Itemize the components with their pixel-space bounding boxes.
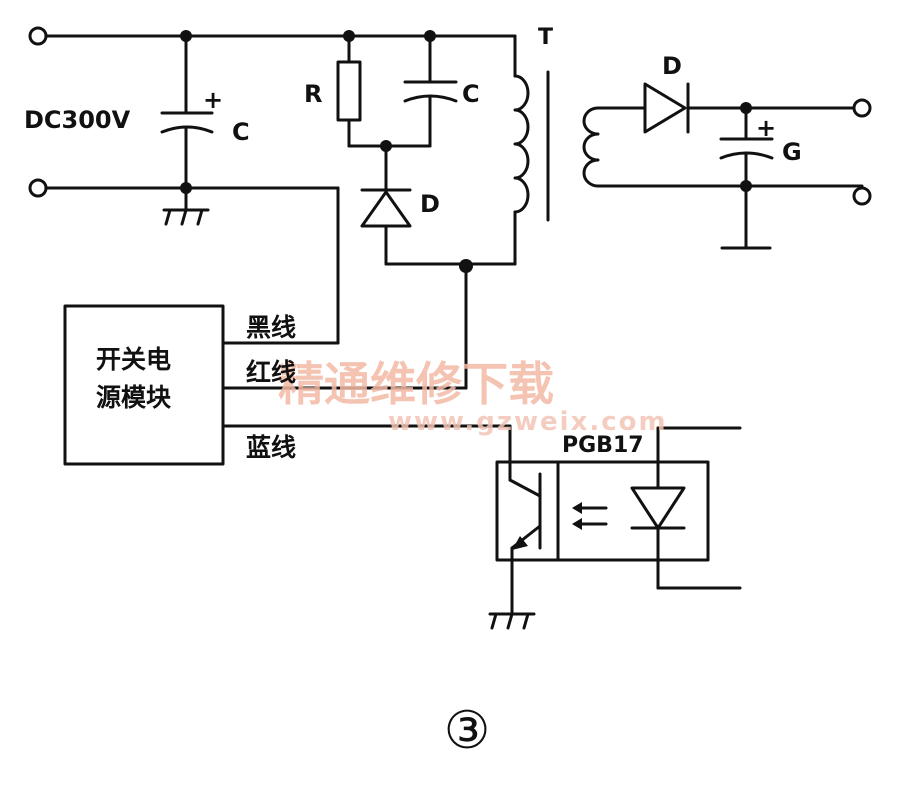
output-terminal-negative	[852, 186, 872, 206]
output-diode	[643, 82, 690, 134]
label-optocoupler: PGB17	[562, 433, 644, 458]
module-wires	[221, 186, 512, 464]
label-input-cap-plus: +	[203, 86, 223, 114]
label-snubber-diode: D	[420, 190, 440, 218]
label-red-wire: 红线	[246, 358, 296, 387]
primary-winding	[513, 74, 530, 214]
resistor-r	[336, 60, 362, 122]
secondary-winding	[582, 106, 600, 188]
optocoupler-box	[495, 460, 710, 562]
watermark: 精通维修下载 www.gzweix.com	[278, 357, 668, 437]
label-transformer: T	[538, 25, 553, 50]
input-capacitor	[160, 34, 214, 190]
snubber-network	[336, 30, 517, 266]
watermark-title: 精通维修下载	[278, 357, 554, 411]
label-output-diode: D	[662, 52, 682, 80]
output-section	[596, 82, 872, 250]
module-box	[63, 304, 225, 466]
label-input-cap: C	[232, 118, 250, 146]
watermark-url: www.gzweix.com	[388, 407, 668, 437]
input-terminal-positive	[28, 26, 48, 46]
module-label-line2: 源模块	[96, 383, 171, 412]
module-label-line1: 开关电	[96, 345, 171, 374]
label-dc-voltage: DC300V	[24, 106, 131, 134]
ground-symbol-optocoupler	[488, 612, 536, 630]
output-terminal-positive	[852, 98, 872, 118]
led-diode	[630, 486, 686, 530]
switching-module	[63, 304, 225, 466]
label-black-wire: 黑线	[246, 313, 296, 342]
input-terminal-negative	[28, 178, 48, 198]
label-output-cap: G	[782, 138, 802, 166]
label-blue-wire: 蓝线	[246, 433, 296, 462]
label-output-cap-plus: +	[756, 114, 776, 142]
snubber-diode	[360, 188, 412, 228]
label-snubber-cap: C	[462, 80, 480, 108]
figure-number: ③	[444, 701, 491, 761]
optocoupler	[488, 426, 742, 630]
label-resistor: R	[304, 80, 322, 108]
transformer	[513, 34, 642, 266]
